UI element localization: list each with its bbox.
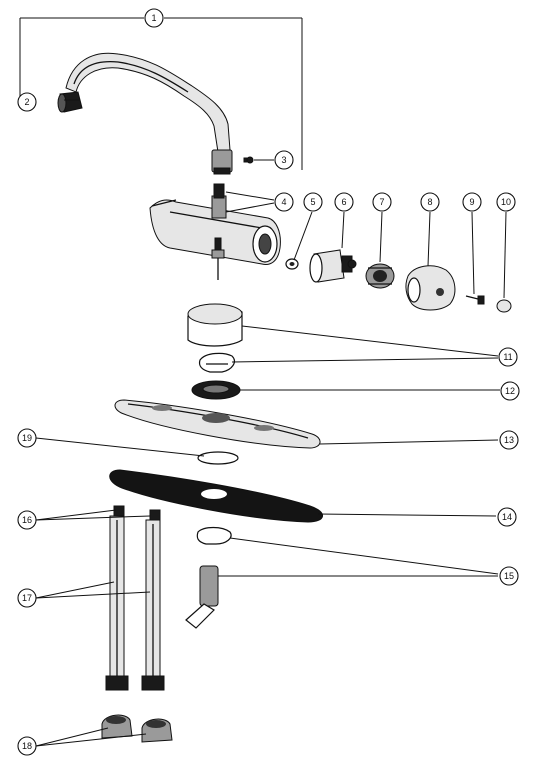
- callout-10: 10: [496, 192, 516, 212]
- callout-label: 9: [469, 197, 474, 207]
- coupling-nut-right-part: [141, 718, 173, 743]
- handle-screw-part: [465, 295, 485, 305]
- callout-17: 17: [17, 588, 37, 608]
- aerator-part: [57, 91, 83, 113]
- cartridge-part: [309, 249, 357, 283]
- coupling-nut-left-part: [101, 714, 133, 739]
- handle-part: [405, 265, 456, 311]
- callout-6: 6: [334, 192, 354, 212]
- washer-part: [191, 380, 241, 400]
- callout-label: 11: [503, 352, 512, 362]
- callout-1: 1: [144, 8, 164, 28]
- callout-label: 1: [151, 13, 156, 23]
- deck-gasket-part: [109, 469, 323, 523]
- deck-plate-part: [114, 399, 321, 449]
- mounting-clip-part: [185, 526, 232, 629]
- leader-lines-detail: [19, 17, 507, 747]
- callout-label: 6: [341, 197, 346, 207]
- callout-label: 3: [281, 155, 286, 165]
- callout-label: 16: [22, 515, 32, 525]
- bonnet-nut-part: [365, 263, 395, 289]
- supply-tube-right-part: [141, 509, 165, 691]
- callout-5: 5: [303, 192, 323, 212]
- callout-8: 8: [420, 192, 440, 212]
- callout-18: 18: [17, 736, 37, 756]
- callout-label: 13: [504, 435, 514, 445]
- callout-label: 15: [504, 571, 514, 581]
- callout-2: 2: [17, 92, 37, 112]
- callout-12: 12: [500, 381, 520, 401]
- callout-label: 4: [281, 197, 286, 207]
- callout-19: 19: [17, 428, 37, 448]
- callout-label: 2: [24, 97, 29, 107]
- callout-label: 8: [427, 197, 432, 207]
- faucet-body-part: [149, 183, 281, 280]
- callout-7: 7: [372, 192, 392, 212]
- callout-16: 16: [17, 510, 37, 530]
- callout-label: 7: [379, 197, 384, 207]
- seat-part: [285, 258, 299, 270]
- callout-14: 14: [497, 507, 517, 527]
- callout-11: 11: [498, 347, 518, 367]
- set-screw-part: [243, 156, 254, 164]
- index-cap-part: [496, 299, 512, 313]
- supply-tube-left-part: [105, 505, 129, 691]
- callout-4: 4: [274, 192, 294, 212]
- escutcheon-sleeve-part: [187, 303, 243, 373]
- callout-label: 14: [502, 512, 512, 522]
- callout-label: 10: [501, 197, 511, 207]
- callout-3: 3: [274, 150, 294, 170]
- callout-label: 12: [505, 386, 515, 396]
- spout-part: [65, 52, 233, 175]
- callout-label: 19: [22, 433, 32, 443]
- callout-label: 17: [22, 593, 32, 603]
- callout-label: 5: [310, 197, 315, 207]
- callout-13: 13: [499, 430, 519, 450]
- callout-label: 18: [22, 741, 32, 751]
- callout-9: 9: [462, 192, 482, 212]
- o-ring-part: [197, 451, 239, 465]
- callout-15: 15: [499, 566, 519, 586]
